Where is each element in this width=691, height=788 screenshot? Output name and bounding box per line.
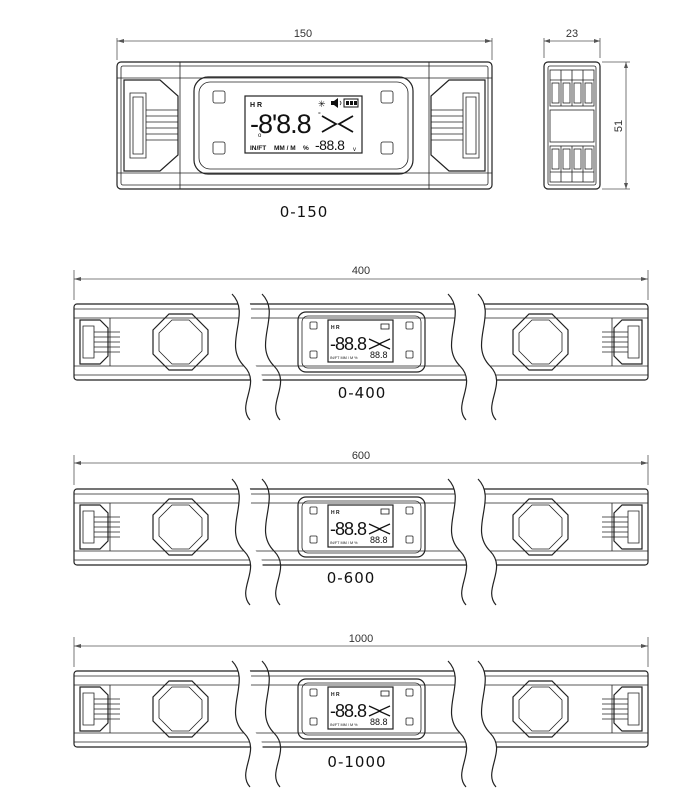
lcd-indicator-hr: H R — [331, 510, 340, 516]
lcd-indicator-hr: H R — [331, 692, 340, 698]
caption-1000: 0-1000 — [327, 753, 386, 771]
lcd-units: IN/FT MM / M % — [330, 723, 358, 727]
lcd-small-degree: o — [258, 133, 262, 139]
lcd-display-small: H R -88.8 88.8 IN/FT MM / M % — [330, 692, 388, 727]
dimension-23-label: 23 — [566, 28, 578, 40]
lcd-units: IN/FT MM / M % — [330, 541, 358, 545]
lcd-degree-symbol: ° — [318, 111, 321, 119]
lcd-unit-mmm: MM / M — [274, 145, 296, 152]
dimension-1000: 1000 — [73, 633, 649, 667]
dimension-400-label: 400 — [352, 265, 370, 277]
handle-bracket-icon — [430, 79, 486, 172]
lcd-secondary-suffix: v — [353, 147, 356, 153]
lcd-secondary-digits: -88.8 — [315, 137, 345, 153]
lcd-secondary-digits: 88.8 — [370, 535, 388, 545]
level-400-view: 400 H R -88.8 88.8 IN/FT MM / M % 0-400 — [73, 265, 649, 421]
arrow-right-icon — [321, 115, 338, 133]
lcd-display-small: H R -88.8 88.8 IN/FT MM / M % — [330, 325, 388, 360]
end-view: 23 51 — [543, 28, 630, 190]
lcd-unit-percent: % — [303, 145, 309, 152]
dimension-23: 23 — [543, 28, 601, 58]
caption-400: 0-400 — [338, 384, 387, 402]
arrow-left-icon — [337, 115, 354, 133]
dimension-600: 600 — [73, 450, 649, 485]
level-1000-view: 1000 H R -88.8 88.8 IN/FT MM / M % 0-100… — [73, 633, 649, 788]
lcd-display-small: H R -88.8 88.8 IN/FT MM / M % — [330, 510, 388, 545]
lcd-secondary-digits: 88.8 — [370, 350, 388, 360]
caption-150: 0-150 — [280, 203, 329, 221]
dimension-1000-label: 1000 — [349, 633, 373, 645]
lcd-display: H R ✳ -8'8.8 ° o -88.8 v IN/FT — [244, 95, 363, 154]
lcd-main-digits: -88.8 — [330, 701, 367, 721]
lcd-unit-infft: IN/FT — [250, 145, 266, 152]
lcd-indicator-hr: H R — [331, 325, 340, 331]
lcd-units: IN/FT MM / M % — [330, 356, 358, 360]
handle-bracket-icon — [123, 79, 179, 172]
lcd-main-digits: -88.8 — [330, 334, 367, 354]
lcd-main-digits: -88.8 — [330, 519, 367, 539]
dimension-150-label: 150 — [294, 28, 312, 40]
dimension-51: 51 — [602, 61, 630, 190]
lcd-secondary-digits: 88.8 — [370, 717, 388, 727]
lcd-main-digits: -8'8.8 — [250, 109, 311, 139]
dimension-400: 400 — [73, 265, 649, 300]
dimension-51-label: 51 — [613, 120, 625, 132]
caption-600: 0-600 — [327, 569, 376, 587]
dimension-150: 150 — [116, 28, 493, 60]
speaker-icon — [331, 98, 342, 108]
lcd-indicator-hr: H R — [250, 102, 262, 109]
dimension-600-label: 600 — [352, 450, 370, 462]
battery-icon — [343, 98, 359, 108]
sun-icon: ✳ — [318, 99, 326, 109]
level-600-view: 600 H R -88.8 88.8 IN/FT MM / M % 0-600 — [73, 450, 649, 606]
level-150-view: 150 — [116, 28, 493, 221]
